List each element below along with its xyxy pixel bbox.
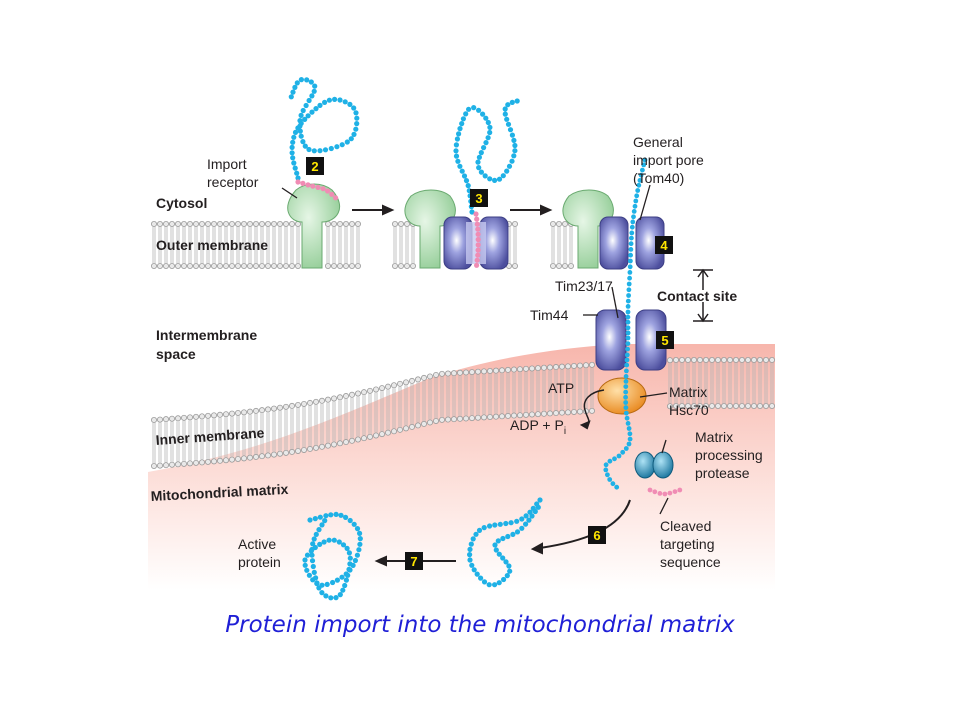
cleaved-label-1: Cleaved [660, 518, 711, 534]
pore-label-1: General [633, 134, 683, 150]
cleaved-label-3: sequence [660, 554, 721, 570]
active-protein-label-1: Active [238, 536, 276, 552]
adp-label: ADP + Pi [510, 417, 566, 437]
atp-label: ATP [548, 380, 574, 396]
hsc70-icon [597, 377, 647, 415]
import-receptor-icon [287, 183, 341, 269]
protein-chains [288, 77, 683, 601]
svg-text:3: 3 [475, 191, 482, 206]
step-marker-4: 4 [655, 236, 673, 254]
import-receptor-label-2: receptor [207, 174, 259, 190]
tom40-pore-icon [599, 216, 665, 270]
svg-text:5: 5 [661, 333, 668, 348]
svg-text:2: 2 [311, 159, 318, 174]
protease-icon [634, 451, 674, 479]
cleaved-label-2: targeting [660, 536, 714, 552]
step-marker-6: 6 [588, 526, 606, 544]
active-protein-label-2: protein [238, 554, 281, 570]
tim44-label: Tim44 [530, 307, 569, 323]
step-marker-7: 7 [405, 552, 423, 570]
process-arrows [352, 204, 631, 567]
tim23-label: Tim23/17 [555, 278, 613, 294]
pore-label-3: (Tom40) [633, 170, 684, 186]
tim23-channel-icon [595, 309, 667, 371]
intermembrane-label-1: Intermembrane [156, 327, 257, 343]
inner-membrane [150, 356, 776, 469]
protease-label-2: processing [695, 447, 763, 463]
protease-label-3: protease [695, 465, 750, 481]
svg-text:6: 6 [593, 528, 600, 543]
cytosol-label: Cytosol [156, 195, 207, 211]
import-receptor-label-1: Import [207, 156, 247, 172]
hsc70-label-2: Hsc70 [669, 402, 709, 418]
inner-membrane-label: Inner membrane [155, 424, 265, 448]
matrix-label: Mitochondrial matrix [150, 481, 289, 504]
step-marker-5: 5 [656, 331, 674, 349]
step-marker-2: 2 [306, 157, 324, 175]
svg-text:4: 4 [660, 238, 668, 253]
contact-site-label: Contact site [657, 288, 737, 304]
outer-membrane [150, 220, 575, 269]
intermembrane-label-2: space [156, 346, 196, 362]
leader-lines [281, 184, 669, 515]
protease-label-1: Matrix [695, 429, 733, 445]
hsc70-label-1: Matrix [669, 384, 707, 400]
contact-site-marker [693, 268, 713, 323]
figure-caption: Protein import into the mitochondrial ma… [225, 612, 735, 638]
tom40-pore-icon [443, 216, 509, 270]
outer-membrane-label: Outer membrane [156, 237, 268, 253]
pore-label-2: import pore [633, 152, 704, 168]
svg-text:7: 7 [410, 554, 417, 569]
step-marker-3: 3 [470, 189, 488, 207]
